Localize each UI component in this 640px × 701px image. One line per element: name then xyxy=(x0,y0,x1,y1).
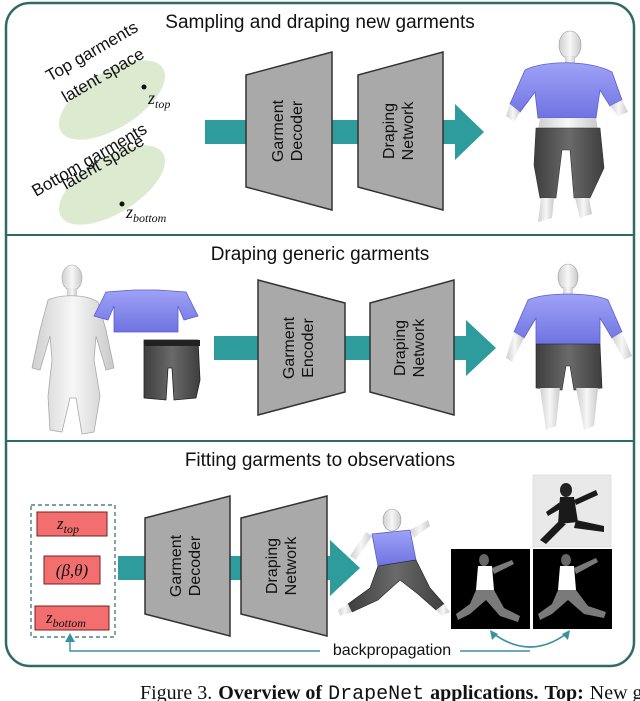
middle-arrow xyxy=(214,320,496,376)
observed-mask xyxy=(533,549,612,629)
middle-encoder-trapezoid xyxy=(257,279,346,416)
bottom-arrow xyxy=(118,540,360,596)
generic-garment-bottom xyxy=(143,339,201,401)
pose-shape-param-label: (β,θ) xyxy=(56,561,89,580)
top-draping-label-1: Draping xyxy=(381,103,398,159)
z-top-label: ztop xyxy=(147,88,170,111)
predicted-mask xyxy=(451,549,530,629)
top-draping-trapezoid xyxy=(357,51,444,211)
optimized-params-box xyxy=(30,504,116,638)
comparison-arc xyxy=(493,633,567,648)
bottom-decoder-trapezoid xyxy=(144,495,231,637)
top-decoder-label-1: Garment xyxy=(270,99,287,162)
observation-photo xyxy=(532,474,612,548)
middle-draping-label-2: Network xyxy=(411,318,428,378)
comparison-arc-head-right xyxy=(562,630,570,640)
top-arrow xyxy=(205,104,484,160)
bottom-panel-title: Fitting garments to observations xyxy=(185,450,455,471)
top-latent-blob xyxy=(58,60,166,140)
z-bottom-param xyxy=(34,605,110,631)
top-decoder-trapezoid xyxy=(245,51,333,211)
middle-draping-trapezoid xyxy=(369,279,455,416)
top-panel-title: Sampling and draping new garments xyxy=(165,12,474,33)
z-top-param xyxy=(36,511,108,537)
top-draping-label-2: Network xyxy=(400,101,417,161)
z-bottom-param-label: zbottom xyxy=(45,608,86,630)
backprop-label-bg xyxy=(320,640,460,660)
bottom-decoder-label-2: Decoder xyxy=(187,535,204,596)
bottom-draping-trapezoid xyxy=(240,495,328,637)
middle-draped-avatar xyxy=(506,263,632,430)
fitted-jumping-avatar xyxy=(338,508,450,616)
z-bottom-point xyxy=(119,201,125,207)
bottom-decoder-label-1: Garment xyxy=(168,534,185,597)
bottom-latent-blob xyxy=(58,145,166,225)
middle-draping-label-1: Draping xyxy=(392,320,409,376)
base-body-avatar xyxy=(31,264,115,435)
comparison-arc-head-left xyxy=(490,630,498,640)
pose-shape-param xyxy=(43,555,101,585)
middle-panel-title: Draping generic garments xyxy=(211,244,430,265)
bottom-draping-label-2: Network xyxy=(283,536,300,596)
z-top-point xyxy=(141,84,147,90)
top-draped-avatar xyxy=(506,30,628,222)
backprop-label: backpropagation xyxy=(333,642,451,659)
middle-encoder-label-1: Garment xyxy=(281,316,298,379)
generic-garment-top xyxy=(93,289,199,333)
bottom-draping-label-1: Draping xyxy=(264,538,281,594)
z-top-param-label: ztop xyxy=(56,514,79,536)
backprop-arrowhead xyxy=(65,633,75,642)
middle-encoder-label-2: Encoder xyxy=(300,318,317,378)
top-decoder-label-2: Decoder xyxy=(289,100,306,161)
z-bottom-label: zbottom xyxy=(125,202,167,225)
